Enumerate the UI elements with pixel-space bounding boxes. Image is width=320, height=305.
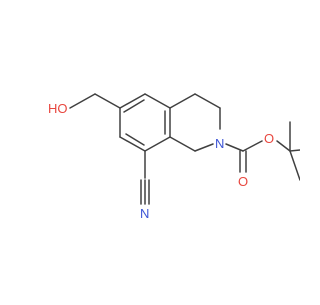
bond (225, 143, 244, 152)
hydroxyl-label: HO (48, 101, 68, 116)
bond (194, 93, 221, 109)
bond (276, 140, 291, 152)
bond-lines (69, 93, 301, 205)
double-bond-inner (125, 133, 145, 146)
ring-nitrogen-label: N (215, 136, 224, 151)
bond (242, 140, 263, 152)
bond (119, 136, 146, 152)
bond (289, 150, 301, 181)
bond (169, 93, 196, 109)
bond (144, 93, 171, 109)
bond (119, 93, 146, 109)
nitrile-nitrogen-label: N (140, 206, 149, 221)
carbonyl-oxygen-label: O (238, 174, 248, 189)
ester-oxygen-label: O (264, 131, 274, 146)
bond (69, 93, 96, 109)
molecule-structure: HO N N O O (48, 93, 301, 221)
double-bond-inner (123, 99, 145, 113)
bond (194, 143, 214, 152)
bond (144, 136, 171, 152)
bond (169, 136, 196, 152)
bond (289, 149, 301, 152)
bond (94, 93, 121, 109)
structure-canvas: HO N N O O (48, 93, 301, 221)
